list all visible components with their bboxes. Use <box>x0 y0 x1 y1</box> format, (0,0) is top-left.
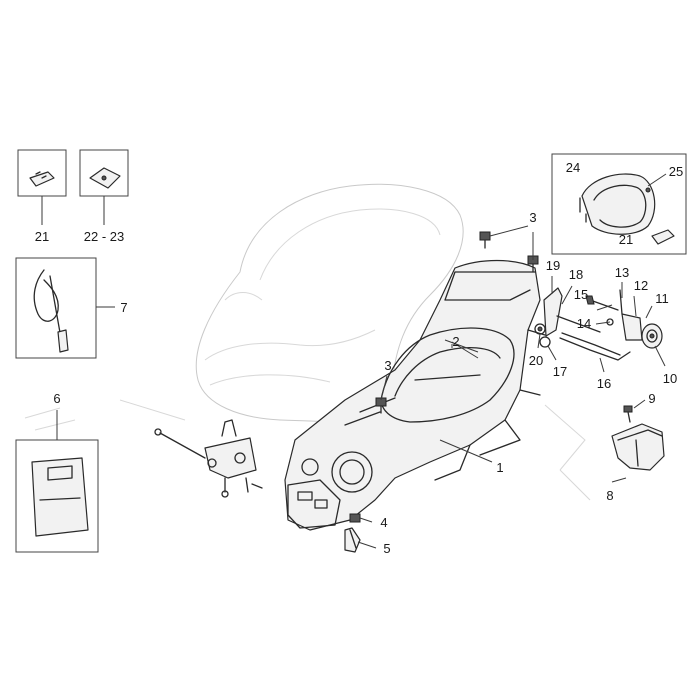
callout-labels: 1 2 3 3 4 5 6 7 8 9 10 11 12 13 14 15 16… <box>35 160 683 556</box>
box-part-6 <box>15 410 99 553</box>
callout-19: 19 <box>546 258 560 273</box>
callout-6: 6 <box>53 391 60 406</box>
callout-16: 16 <box>597 376 611 391</box>
plug-and-sleeve <box>344 513 361 553</box>
box-part-22-23 <box>79 149 129 225</box>
callout-20: 20 <box>529 353 543 368</box>
callout-3-top: 3 <box>529 210 536 225</box>
callout-9: 9 <box>648 391 655 406</box>
callout-5: 5 <box>383 541 390 556</box>
callout-25: 25 <box>669 164 683 179</box>
callout-21-left: 21 <box>35 229 49 244</box>
callout-22-23: 22 - 23 <box>84 229 124 244</box>
lock-mechanism <box>534 287 663 361</box>
storage-pocket <box>611 405 665 471</box>
callout-7: 7 <box>120 300 127 315</box>
callout-21-right: 21 <box>619 232 633 247</box>
box-parts-24-25-21 <box>551 153 687 255</box>
callout-24: 24 <box>566 160 580 175</box>
callout-14: 14 <box>577 316 591 331</box>
callout-11: 11 <box>655 291 669 306</box>
callout-2: 2 <box>452 334 459 349</box>
callout-1: 1 <box>496 460 503 475</box>
callout-18: 18 <box>569 267 583 282</box>
callout-4: 4 <box>380 515 387 530</box>
callout-17: 17 <box>553 364 567 379</box>
callout-8: 8 <box>606 488 613 503</box>
seat-outline <box>195 183 464 423</box>
callout-3-center: 3 <box>384 358 391 373</box>
background-rails <box>24 399 591 501</box>
seat-hinge-bracket <box>154 419 263 498</box>
callout-15: 15 <box>574 287 588 302</box>
box-part-7 <box>15 257 115 359</box>
leader-lines <box>357 225 666 549</box>
callout-12: 12 <box>634 278 648 293</box>
box-part-21 <box>17 149 67 225</box>
callout-13: 13 <box>615 265 629 280</box>
callout-10: 10 <box>663 371 677 386</box>
helmet-compartment-body <box>284 259 546 531</box>
